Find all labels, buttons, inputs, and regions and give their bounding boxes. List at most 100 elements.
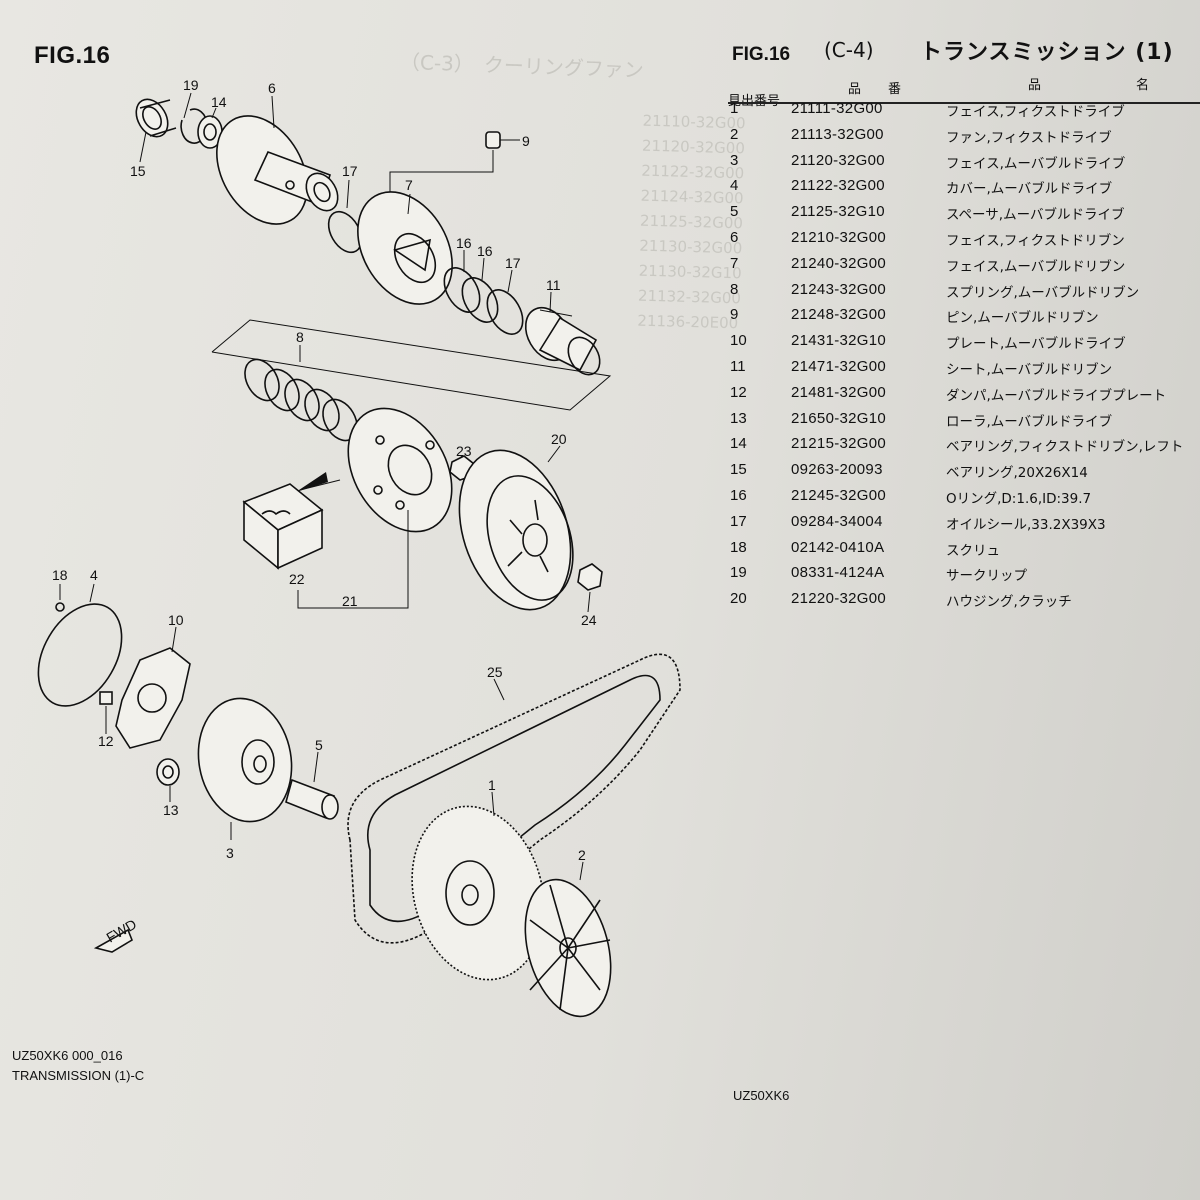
callout-4: 4	[90, 567, 98, 583]
part-ref: 2	[730, 125, 739, 143]
part-ref: 7	[730, 254, 739, 272]
part-ref: 14	[730, 435, 747, 453]
fan-part-2	[524, 878, 612, 1018]
part-ref: 13	[730, 409, 747, 427]
callout-16: 16	[456, 235, 472, 251]
callout-17: 17	[505, 255, 521, 271]
drive-belt-part-25	[347, 653, 681, 944]
part-ref: 8	[730, 280, 739, 298]
figure-label: FIG.16	[34, 42, 111, 69]
part-ref: 4	[730, 177, 739, 195]
part-number: 21431-32G10	[791, 332, 887, 350]
model-footer: UZ50XK6	[733, 1088, 790, 1103]
clutch-housing-part-20	[458, 449, 574, 611]
spacer-part-5	[285, 778, 339, 820]
part-name: フェイス,フィクストドライブ	[946, 104, 1125, 120]
plate-part-10	[115, 647, 191, 749]
bearing-part-14	[197, 115, 223, 149]
part-ref: 3	[730, 151, 739, 169]
parts-section-title: トランスミッション (1)	[920, 40, 1174, 65]
part-name: ハウジング,クラッチ	[946, 594, 1072, 611]
part-name: スプリング,ムーバブルドリブン	[946, 284, 1140, 301]
part-number: 02142-0410A	[791, 538, 885, 556]
part-name: ファン,フィクストドライブ	[946, 129, 1112, 146]
part-name: ピン,ムーバブルドリブン	[946, 310, 1099, 327]
parts-figure-number: FIG.16	[732, 44, 791, 65]
part-name: フェイス,ムーバブルドライブ	[946, 155, 1126, 172]
diagram-footer: UZ50XK6 000_016 TRANSMISSION (1)-C	[12, 1046, 144, 1086]
part-number: 09284-34004	[791, 512, 883, 530]
part-ref: 20	[730, 590, 747, 608]
movable-drive-face-part-3	[197, 697, 293, 823]
callout-6: 6	[268, 80, 276, 96]
part-name: ダンパ,ムーバブルドライブプレート	[946, 387, 1167, 404]
part-name: オイルシール,33.2X39X3	[946, 516, 1106, 533]
roller-part-13	[156, 758, 180, 786]
part-ref: 6	[730, 229, 739, 246]
callout-1: 1	[488, 777, 496, 793]
part-ref: 5	[730, 203, 739, 221]
part-ref: 1	[730, 100, 739, 117]
callout-11: 11	[546, 277, 561, 293]
callout-14: 14	[211, 94, 227, 110]
callout-22: 22	[289, 571, 305, 587]
part-name: ベアリング,フィクストドリブン,レフト	[946, 439, 1184, 456]
exploded-diagram: FWD 6 19 14 15 9 17 7 16 16	[37, 77, 681, 1018]
o-ring-part-16	[443, 267, 481, 313]
part-name: Oリング,D:1.6,ID:39.7	[946, 491, 1092, 507]
part-number: 21481-32G00	[791, 383, 887, 401]
nut-part-24	[577, 563, 603, 591]
part-number: 21215-32G00	[791, 435, 887, 453]
callout-19: 19	[183, 77, 199, 93]
part-ref: 17	[730, 512, 747, 530]
part-name: サークリップ	[946, 568, 1027, 585]
part-ref: 18	[730, 538, 747, 556]
table-row: 17 09284-34004 オイルシール,33.2X39X3	[726, 509, 1200, 535]
callout-10: 10	[168, 612, 184, 628]
callout-13: 13	[163, 802, 179, 818]
part-name: フェイス,フィクストドリブン	[946, 233, 1125, 249]
movable-driven-face-part-7	[357, 191, 453, 305]
callout-16: 16	[477, 243, 493, 259]
spring-box-part-22	[242, 483, 324, 570]
fixed-driven-face-part-6	[216, 115, 339, 225]
col-name-header-b: 名	[1136, 78, 1150, 93]
parts-category: (C-4)	[824, 38, 874, 62]
col-partno-header-a: 品	[848, 82, 862, 97]
part-number: 21650-32G10	[791, 409, 887, 427]
part-ref: 16	[730, 487, 747, 504]
part-name: スペーサ,ムーバブルドライブ	[946, 207, 1125, 224]
diagram-code: UZ50XK6 000_016	[12, 1048, 123, 1063]
part-number: 21240-32G00	[791, 254, 887, 272]
callout-3: 3	[226, 845, 234, 861]
callout-12: 12	[98, 733, 114, 749]
col-ref-header: 見出番号	[728, 90, 780, 109]
table-row: 19 08331-4124A サークリップ	[726, 560, 1200, 586]
table-row: 18 02142-0410A スクリュ	[726, 535, 1200, 561]
fixed-drive-face-part-1	[411, 805, 545, 981]
part-name: シート,ムーバブルドリブン	[946, 362, 1113, 378]
spring-part-8	[244, 358, 358, 442]
table-row: 20 21220-32G00 ハウジング,クラッチ	[726, 586, 1200, 612]
part-name: スクリュ	[946, 542, 1000, 559]
part-number: 08331-4124A	[791, 564, 885, 582]
oil-seal-part-17	[486, 289, 524, 335]
callout-2: 2	[578, 847, 586, 863]
part-name: カバー,ムーバブルドライブ	[946, 181, 1113, 198]
part-number: 21220-32G00	[791, 590, 887, 608]
part-ref: 9	[730, 306, 739, 324]
part-number: 21113-32G00	[791, 125, 884, 143]
col-name-header-a: 品	[1028, 78, 1042, 93]
part-ref: 19	[730, 564, 747, 582]
